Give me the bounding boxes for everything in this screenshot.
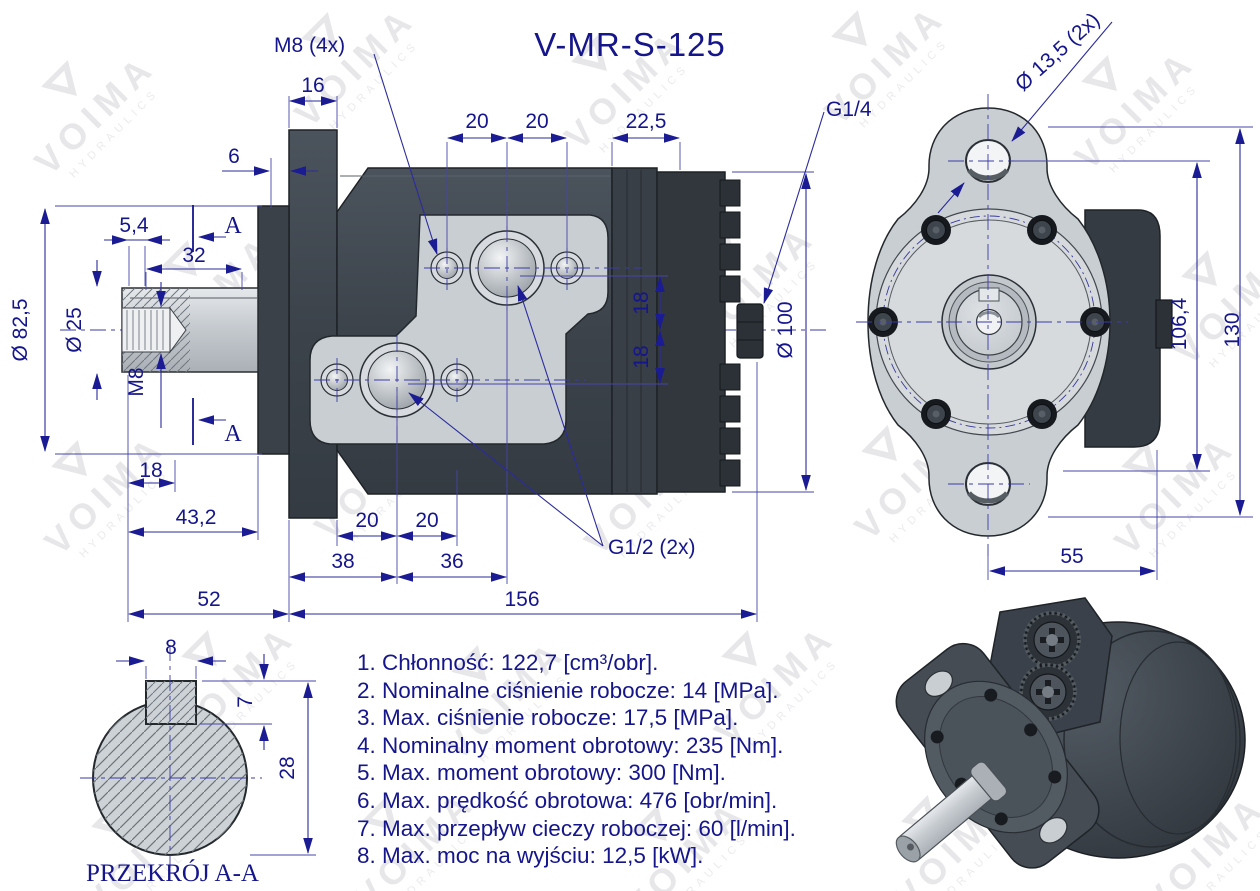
dim-156: 156 [504,588,539,611]
spec-item: 7. Max. przepływ cieczy roboczej: 60 [l/… [357,815,796,841]
section-view [80,645,262,868]
dim-7: 7 [234,696,257,708]
spec-item: 8. Max. moc na wyjściu: 12,5 [kW]. [357,843,704,869]
render-flange [895,642,1100,869]
dim-20-top-a: 20 [465,110,488,133]
side-view [60,129,830,519]
dim-8: 8 [165,636,177,659]
spec-item: 6. Max. prędkość obrotowa: 476 [obr/min]… [357,787,778,813]
section-view-label: PRZEKRÓJ A-A [86,860,259,887]
dim-g12-2x: G1/2 (2x) [608,536,696,559]
spec-item: 5. Max. moment obrotowy: 300 [Nm]. [357,760,726,786]
dim-5-4: 5,4 [119,214,149,237]
dim-55: 55 [1060,545,1083,568]
dim-82-5: Ø 82,5 [9,298,32,361]
spec-list: 1. Chłonność: 122,7 [cm³/obr]. 2. Nomina… [357,649,857,870]
dim-20-top-b: 20 [525,110,548,133]
spec-item: 4. Nominalny moment obrotowy: 235 [Nm]. [357,732,784,758]
render-3d [895,597,1246,869]
section-mark-a-bottom: A [224,421,242,447]
keyway [978,287,1000,302]
dim-22-5: 22,5 [626,110,667,133]
rear-section [611,167,658,495]
dim-32: 32 [182,244,205,267]
dim-20-bottom-a: 20 [355,509,378,532]
dim-20-bottom-b: 20 [415,509,438,532]
dim-25: Ø 25 [63,307,86,353]
dim-28: 28 [276,756,299,779]
dim-18-bottom: 18 [139,459,162,482]
dim-106-4: 106,4 [1168,297,1191,350]
dim-6: 6 [228,145,240,168]
spec-item: 2. Nominalne ciśnienie robocze: 14 [MPa]… [357,677,779,703]
drawing-title: V-MR-S-125 [534,26,726,63]
render-port-nut [1023,611,1081,669]
spec-item: 1. Chłonność: 122,7 [cm³/obr]. [357,650,659,675]
pilot-boss [257,205,290,455]
front-view [856,94,1173,556]
dim-16: 16 [301,74,324,97]
dimension-lines [40,21,1245,854]
dim-18-up: 18 [630,291,653,314]
dim-m8: M8 [125,367,148,396]
gerotor-cap [656,171,726,493]
dim-36: 36 [440,550,463,573]
g14-plug [736,303,764,359]
dim-18-down: 18 [630,345,653,368]
cap-nuts [719,179,741,487]
dim-100: Ø 100 [774,301,797,358]
dim-130: 130 [1221,312,1244,347]
dim-43-2: 43,2 [176,506,217,529]
flange-bolts [868,215,1110,429]
dim-52: 52 [197,588,220,611]
mounting-flange [288,129,338,519]
dim-38: 38 [331,550,354,573]
spec-item: 3. Max. ciśnienie robocze: 17,5 [MPa]. [357,705,739,731]
section-mark-a-top: A [224,213,242,239]
dim-g14: G1/4 [826,98,872,121]
